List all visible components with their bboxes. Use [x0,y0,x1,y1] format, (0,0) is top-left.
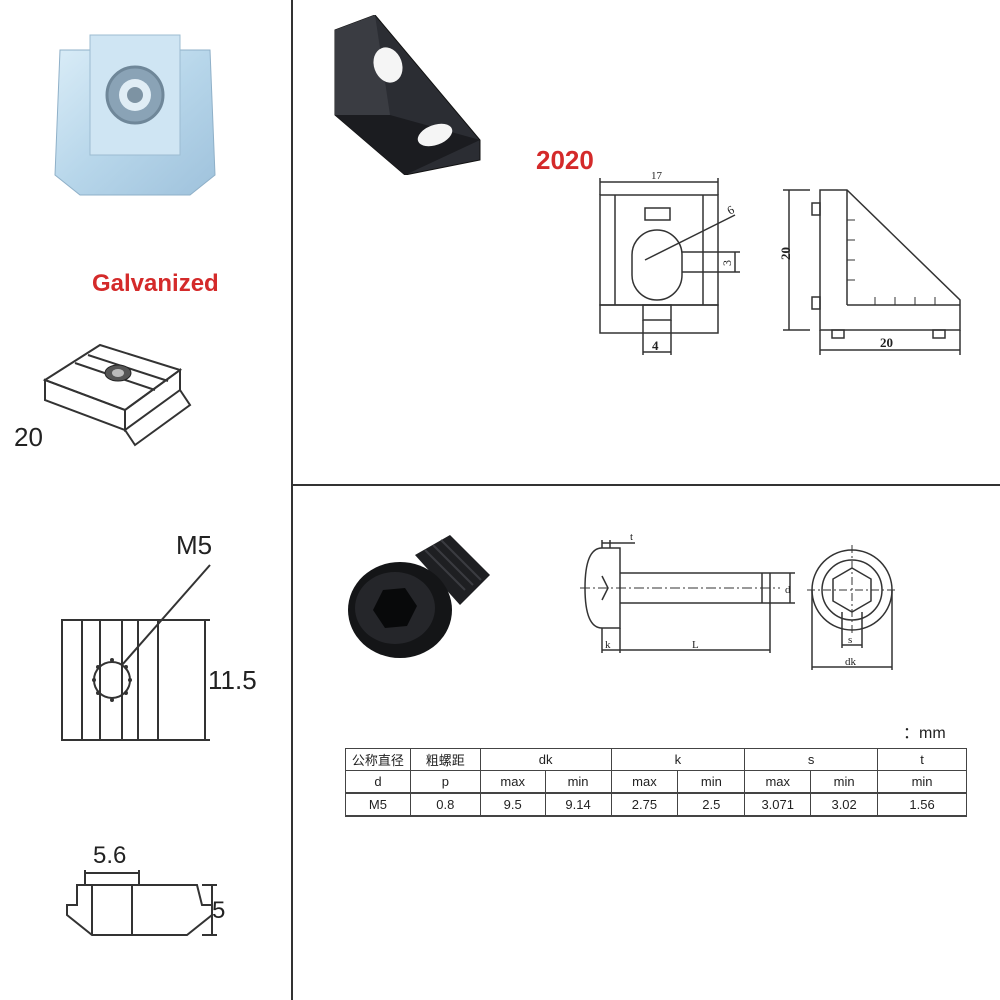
t-nut-front-dimension-drawing [61,564,211,741]
subheader-k-min: min [677,770,746,794]
bracket-side-width-dim: 20 [880,335,893,350]
value-k-max: 2.75 [610,792,679,817]
corner-bracket-photo [334,15,481,175]
height-dimension: 11.5 [208,665,257,695]
subheader-dk-max: max [479,770,546,794]
value-d: M5 [345,792,411,817]
value-s-max: 3.071 [744,792,812,817]
subheader-s-max: max [744,770,812,794]
nut-size-label: 20 [14,422,43,452]
screw-k-dim: k [605,639,611,651]
bracket-side-height-dim: 20 [778,247,793,260]
model-label: 2020 [536,145,594,175]
spec-header-row-1: 公称直径 粗螺距 dk k s t [345,748,967,771]
subheader-s-min: min [810,770,879,794]
screw-spec-table: 公称直径 粗螺距 dk k s t d p max min max min ma… [345,748,967,817]
screw-length-dim: L [692,639,699,651]
spec-values-row: M5 0.8 9.5 9.14 2.75 2.5 3.071 3.02 1.56 [345,792,967,817]
spec-header-row-2: d p max min max min max min min [345,770,967,794]
horizontal-divider [291,484,1000,486]
value-k-min: 2.5 [677,792,746,817]
header-k: k [610,748,746,771]
top-width-dimension: 5.6 [93,842,127,869]
subheader-dk-min: min [544,770,612,794]
finish-label: Galvanized [92,270,219,297]
bracket-bottom-dim: 4 [652,338,659,353]
header-coarse-pitch: 粗螺距 [409,748,481,771]
screw-d-dim: d [785,584,791,596]
bracket-front-dimension-drawing: 17 6 3 4 [599,170,740,355]
screw-s-dim: s [848,634,852,646]
bracket-hole-diameter-dim: 6 [725,202,737,217]
header-nominal-diameter: 公称直径 [345,748,411,771]
subheader-d: d [345,770,411,794]
value-dk-max: 9.5 [479,792,546,817]
bracket-side-dimension-drawing: 20 20 [778,189,961,355]
value-dk-min: 9.14 [544,792,612,817]
value-s-min: 3.02 [810,792,879,817]
vertical-divider [291,0,293,1000]
screw-end-dimension-drawing: s dk [807,545,897,670]
value-p: 0.8 [409,792,481,817]
header-dk: dk [479,748,612,771]
subheader-p: p [409,770,481,794]
subheader-k-max: max [610,770,679,794]
t-nut-side-profile-drawing [66,870,217,936]
subheader-t-min: min [877,770,967,794]
button-head-screw-photo [348,535,490,658]
header-t: t [877,748,967,771]
galvanized-nut-photo [54,34,216,196]
unit-label: ：mm [903,725,946,742]
header-s: s [744,748,879,771]
value-t-min: 1.56 [877,792,967,817]
bracket-width-top-dim: 17 [651,170,663,182]
t-nut-isometric-drawing [42,343,192,447]
thread-label: M5 [176,530,213,560]
side-height-dimension: 5 [212,897,226,924]
bracket-slot-dim: 3 [720,260,734,266]
screw-side-dimension-drawing: t d k L [580,531,795,653]
screw-dk-dim: dk [845,656,857,668]
screw-t-dim: t [630,531,633,543]
